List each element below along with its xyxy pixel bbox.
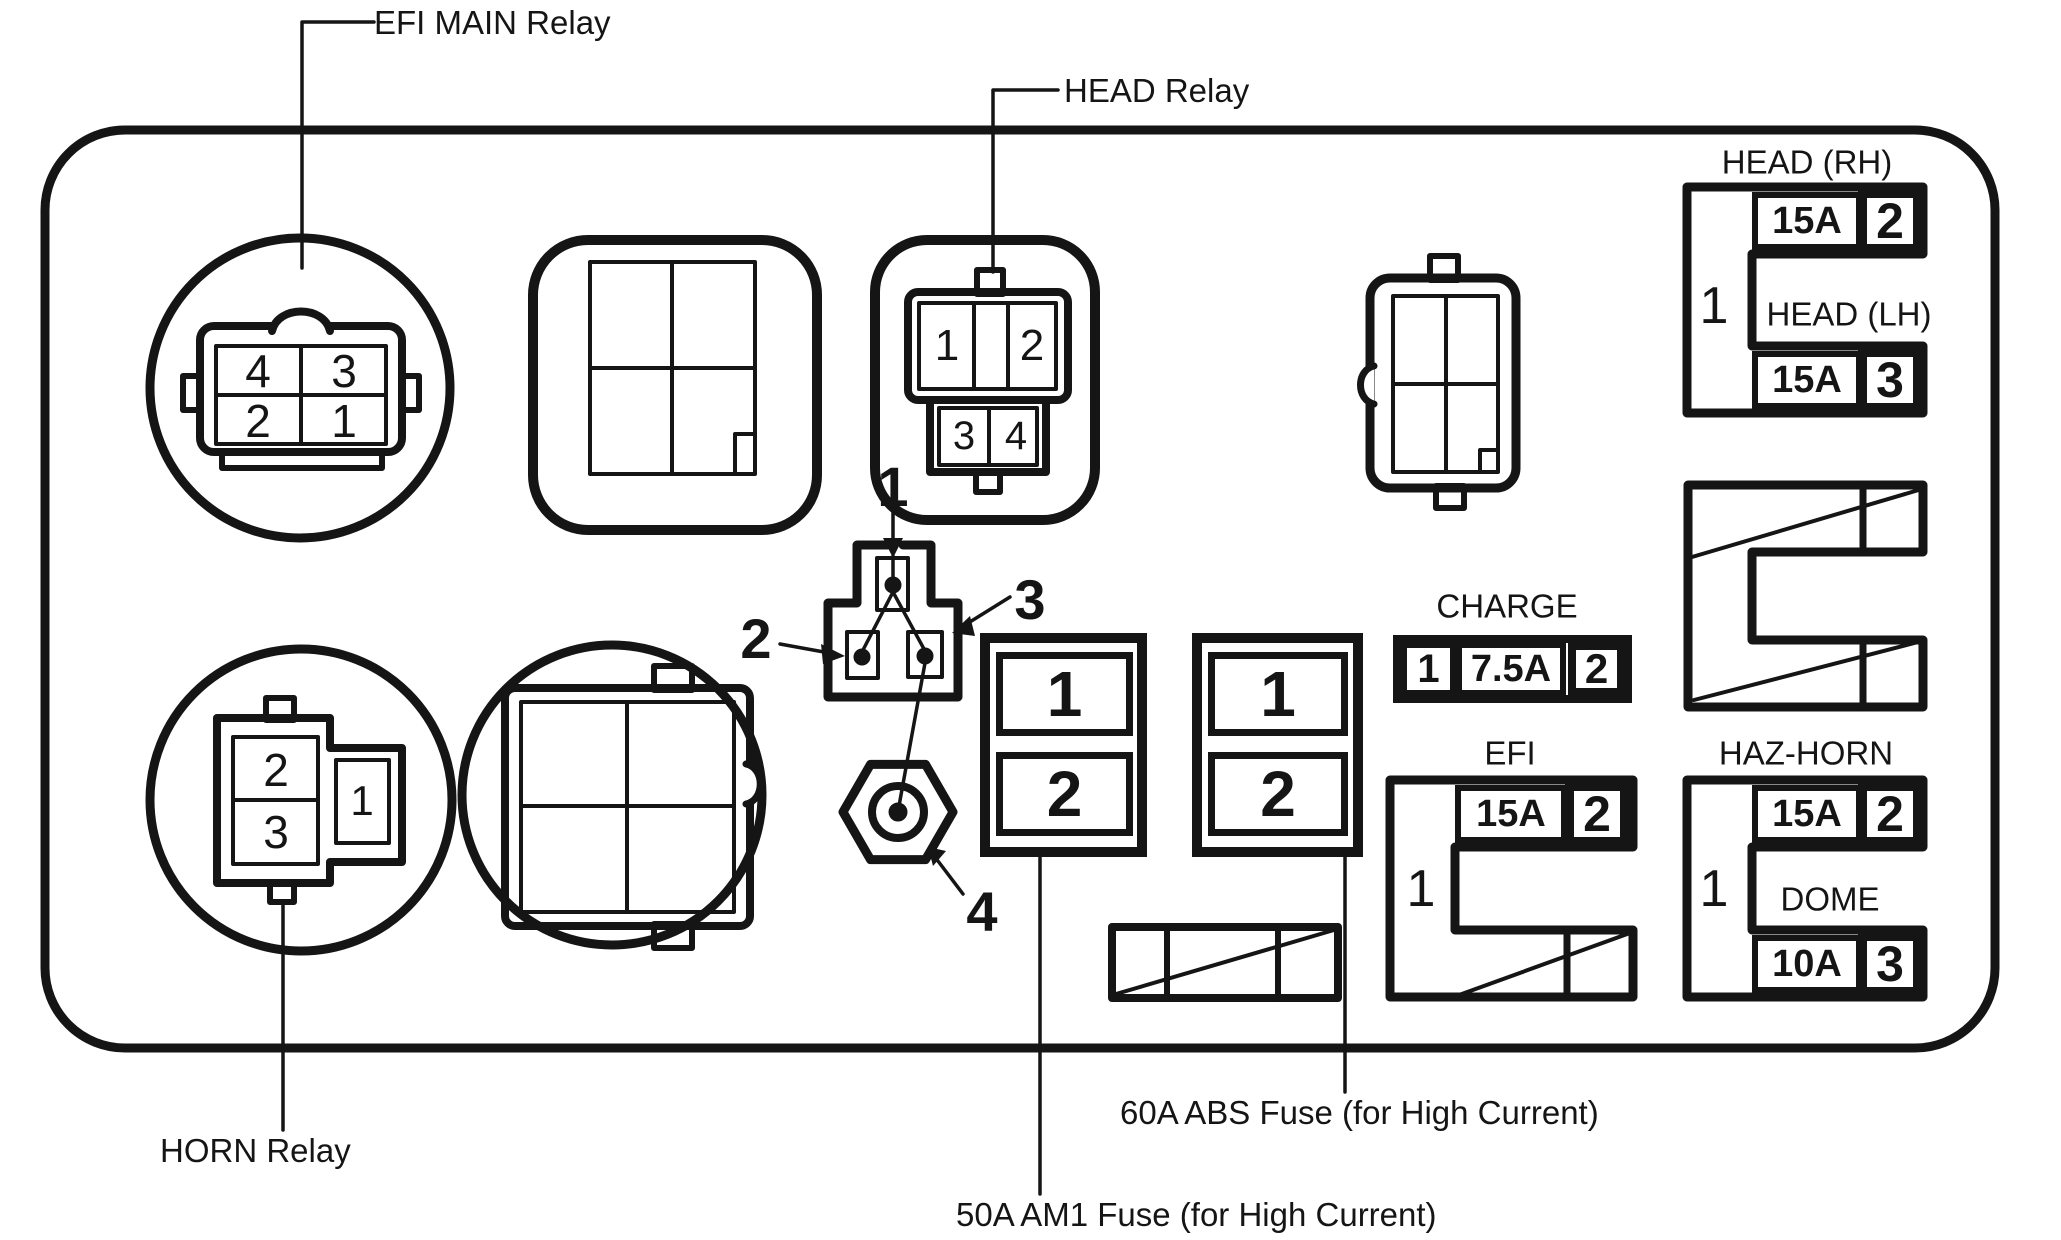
- charge-fuse-strip: [1393, 635, 1632, 703]
- efi-fuse-pin: 2: [1565, 782, 1629, 846]
- abs-fuse-block: [1192, 633, 1363, 857]
- haz-horn-top-rating: 15A: [1752, 785, 1862, 843]
- head-relay-leader-line: [991, 88, 1060, 274]
- head-fuse-block-outline: [1682, 182, 1928, 418]
- efi-main-relay-leader-line: [300, 20, 376, 270]
- abs-cell-1: 1: [1208, 652, 1348, 736]
- efi-fuse-block-outline: [1385, 775, 1638, 1002]
- am1-cell-1: 1: [996, 652, 1133, 736]
- horn-relay-pin-1: 1: [350, 777, 374, 824]
- head-fuse-top-rating: 15A: [1752, 192, 1862, 250]
- abs-fuse-label: 60A ABS Fuse (for High Current): [1120, 1094, 1599, 1131]
- center-connector-callout-2: 2: [740, 607, 772, 670]
- head-fuse-bottom-rating: 15A: [1752, 351, 1862, 409]
- head-relay-pin-3: 3: [952, 414, 976, 458]
- charge-fuse-title: CHARGE: [1436, 587, 1578, 625]
- center-connector: [823, 540, 963, 808]
- middle-relay-circle: [457, 640, 767, 950]
- horn-relay-circle: [145, 644, 457, 956]
- efi-fuse-title: EFI: [1484, 734, 1536, 772]
- efi-main-relay-label: EFI MAIN Relay: [374, 4, 611, 41]
- charge-pin-2: 2: [1568, 642, 1625, 696]
- am1-fuse-block: [980, 633, 1147, 857]
- head-relay-pin-2: 2: [1019, 321, 1045, 370]
- efi-main-relay-pin-3: 3: [331, 345, 357, 397]
- head-fuse-bottom-pin: 3: [1858, 348, 1922, 412]
- head-fuse-side-pin: 1: [1699, 277, 1729, 335]
- charge-pin-1: 1: [1401, 642, 1456, 696]
- abs-cell-2: 2: [1208, 752, 1348, 836]
- efi-main-relay-pin-2: 2: [245, 395, 271, 447]
- am1-cell-2: 2: [996, 752, 1133, 836]
- spare-fuse-block: [1683, 480, 1928, 712]
- connector-4: [1357, 253, 1521, 511]
- head-relay-pin-1: 1: [934, 321, 960, 370]
- efi-fuse-side-pin: 1: [1406, 860, 1436, 918]
- head-relay-pin-4: 4: [1004, 414, 1028, 458]
- haz-horn-top-pin: 2: [1858, 782, 1922, 846]
- center-connector-callout-1: 1: [877, 455, 909, 518]
- head-relay-socket: [870, 235, 1100, 525]
- haz-horn-bottom-pin: 3: [1858, 932, 1922, 996]
- haz-horn-side-pin: 1: [1699, 860, 1729, 918]
- center-connector-callout-4: 4: [966, 880, 998, 943]
- callout-arrows: [778, 510, 1012, 896]
- head-fuse-title: HEAD (RH): [1721, 143, 1893, 181]
- hex-nut-terminal: [838, 759, 958, 865]
- horn-relay-pin-2: 2: [263, 744, 289, 796]
- haz-horn-bottom-rating: 10A: [1752, 935, 1862, 993]
- charge-rating: 7.5A: [1456, 642, 1566, 696]
- efi-main-relay-circle: [145, 233, 455, 543]
- haz-horn-fuse-title: HAZ-HORN: [1718, 734, 1894, 772]
- efi-main-relay-connector: [180, 307, 422, 471]
- head-fuse-middle-label: HEAD (LH): [1766, 295, 1932, 333]
- middle-relay-connector: [501, 663, 764, 951]
- horn-relay-connector: [213, 695, 406, 905]
- efi-main-relay-pin-1: 1: [331, 395, 357, 447]
- fuse-panel-outline: [40, 125, 2000, 1053]
- am1-fuse-label: 50A AM1 Fuse (for High Current): [956, 1196, 1437, 1233]
- head-fuse-top-pin: 2: [1858, 189, 1922, 253]
- head-relay-label: HEAD Relay: [1064, 72, 1250, 109]
- horn-relay-pin-3: 3: [263, 806, 289, 858]
- relay-socket-2: [528, 235, 822, 535]
- center-connector-callout-3: 3: [1014, 568, 1046, 631]
- spare-fuse-strip: [1108, 923, 1342, 1002]
- haz-horn-fuse-block-outline: [1682, 775, 1928, 1002]
- efi-fuse-rating: 15A: [1455, 785, 1567, 843]
- efi-main-relay-pin-4: 4: [245, 345, 271, 397]
- haz-horn-middle-label: DOME: [1780, 880, 1880, 918]
- horn-relay-label: HORN Relay: [160, 1132, 351, 1169]
